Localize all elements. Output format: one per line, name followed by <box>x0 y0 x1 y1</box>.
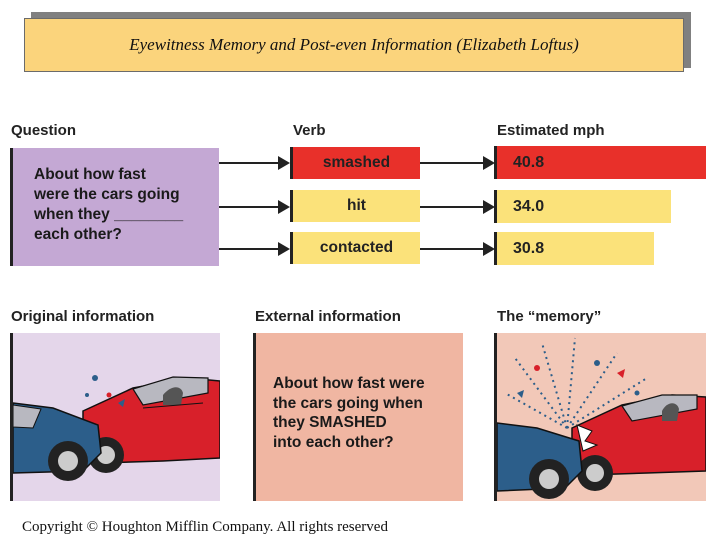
question-text: About how fast were the cars going when … <box>34 165 214 245</box>
copyright-notice: Copyright © Houghton Mifflin Company. Al… <box>22 519 388 535</box>
external-line: the cars going when <box>273 394 423 412</box>
verb-box-contacted: contacted <box>290 232 420 264</box>
external-line: into each other? <box>273 433 394 451</box>
question-line: when they ________ <box>34 206 184 223</box>
arrow-head-icon <box>278 200 290 214</box>
verb-box-smashed: smashed <box>290 147 420 179</box>
arrow-head-icon <box>278 156 290 170</box>
memory-panel <box>494 333 706 501</box>
question-line: each other? <box>34 226 122 243</box>
arrow-line <box>420 206 484 208</box>
arrow-line <box>420 162 484 164</box>
external-information-panel <box>253 333 463 501</box>
car-crash-icon <box>13 375 220 481</box>
arrow-line <box>219 162 279 164</box>
external-line: they SMASHED <box>273 414 387 431</box>
verb-box-hit: hit <box>290 190 420 222</box>
external-information-text: About how fast were the cars going when … <box>273 374 453 452</box>
question-line: About how fast <box>34 166 146 183</box>
header-estimated-mph: Estimated mph <box>497 122 605 139</box>
arrow-head-icon <box>278 242 290 256</box>
header-question: Question <box>11 122 77 139</box>
mph-bar-smashed: 40.8 <box>494 146 706 179</box>
header-external-information: External information <box>255 308 401 325</box>
car-crash-with-glass-icon <box>497 337 706 499</box>
question-line: were the cars going <box>34 186 180 203</box>
mph-value: 40.8 <box>513 153 545 171</box>
original-information-panel <box>10 333 220 501</box>
header-original-information: Original information <box>11 308 155 325</box>
arrow-line <box>420 248 484 250</box>
arrow-line <box>219 248 279 250</box>
arrow-head-icon <box>483 242 495 256</box>
external-line: About how fast were <box>273 375 425 392</box>
title-box: Eyewitness Memory and Post-even Informat… <box>24 18 684 72</box>
header-verb: Verb <box>293 122 326 139</box>
mph-bar-contacted: 30.8 <box>494 232 654 265</box>
slide-title: Eyewitness Memory and Post-even Informat… <box>129 35 579 54</box>
arrow-head-icon <box>483 200 495 214</box>
header-memory: The “memory” <box>497 308 602 325</box>
question-box <box>10 148 219 266</box>
mph-value: 34.0 <box>513 197 545 215</box>
mph-bar-hit: 34.0 <box>494 190 671 223</box>
arrow-line <box>219 206 279 208</box>
arrow-head-icon <box>483 156 495 170</box>
mph-value: 30.8 <box>513 239 545 257</box>
